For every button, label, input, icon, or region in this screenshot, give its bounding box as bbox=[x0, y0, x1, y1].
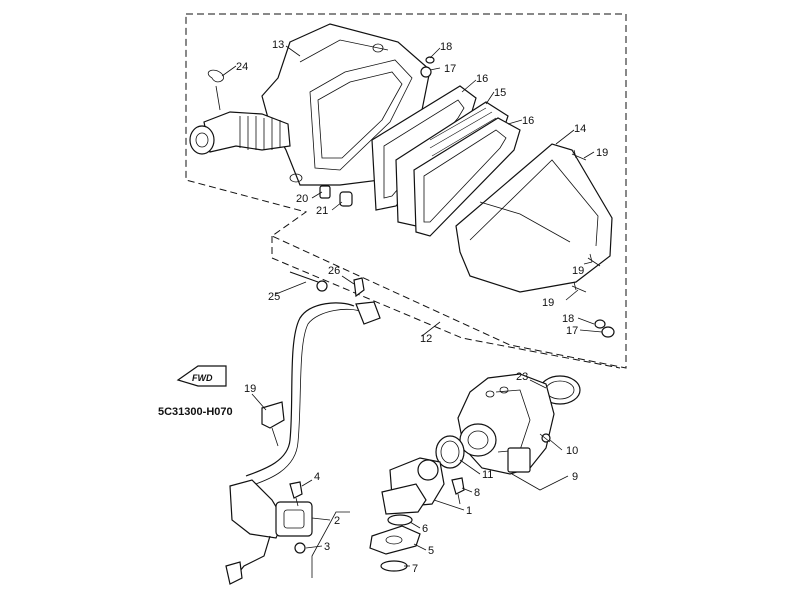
screw-4 bbox=[289, 481, 303, 507]
gasket-front bbox=[413, 117, 521, 237]
intake-boot bbox=[189, 111, 291, 155]
forward-arrow: FWD bbox=[176, 365, 227, 387]
callout-9: 9 bbox=[572, 471, 578, 483]
callout-17-top: 17 bbox=[444, 63, 456, 75]
callout-4: 4 bbox=[314, 471, 320, 483]
callout-12: 12 bbox=[420, 333, 432, 345]
callout-19-b: 19 bbox=[572, 265, 584, 277]
hose-clip bbox=[207, 69, 224, 111]
callout-13: 13 bbox=[272, 39, 284, 51]
callout-1: 1 bbox=[466, 505, 472, 517]
fwd-label: FWD bbox=[192, 373, 213, 383]
callout-16-a: 16 bbox=[476, 73, 488, 85]
o-ring-6 bbox=[387, 514, 413, 526]
intake-joint bbox=[381, 457, 445, 515]
callout-19-a: 19 bbox=[596, 147, 608, 159]
callout-24: 25 bbox=[268, 291, 280, 303]
callout-15: 15 bbox=[494, 87, 506, 99]
callout-26: 26 bbox=[328, 265, 340, 277]
callout-numbers: 13 24 18 17 16 15 16 14 19 20 21 19 19 1… bbox=[236, 39, 608, 575]
callout-6: 6 bbox=[422, 523, 428, 535]
air-filter-assembly-boundary bbox=[185, 13, 627, 369]
callout-5: 5 bbox=[428, 545, 434, 557]
callout-14: 14 bbox=[574, 123, 586, 135]
gasket-5 bbox=[369, 525, 421, 555]
callout-19-c: 19 bbox=[542, 297, 554, 309]
callout-22: 24 bbox=[236, 61, 248, 73]
air-filter-cover bbox=[455, 143, 613, 293]
callout-25: 19 bbox=[244, 383, 256, 395]
breather-valve-assembly bbox=[225, 479, 313, 585]
bolt-24 bbox=[289, 271, 328, 292]
callout-11: 11 bbox=[482, 469, 493, 481]
callout-18-top: 18 bbox=[440, 41, 452, 53]
callout-21: 21 bbox=[316, 205, 328, 217]
hose-clamp-11 bbox=[435, 435, 465, 469]
callout-16-b: 16 bbox=[522, 115, 534, 127]
cover-screws bbox=[571, 149, 601, 293]
band-clamp-26 bbox=[353, 277, 365, 298]
upper-grommet bbox=[420, 56, 435, 78]
drawing-code: 5C31300-H070 bbox=[158, 406, 233, 418]
breather-hose bbox=[245, 301, 381, 487]
screw-8 bbox=[451, 477, 465, 505]
lower-grommet bbox=[594, 319, 615, 338]
hose-bracket bbox=[261, 401, 285, 447]
throttle-body bbox=[457, 373, 555, 475]
callout-18-bottom: 18 bbox=[562, 313, 574, 325]
callout-2: 2 bbox=[334, 515, 340, 527]
o-ring-7 bbox=[380, 560, 408, 572]
callout-10: 10 bbox=[566, 445, 578, 457]
callout-23: 23 bbox=[516, 371, 528, 383]
leader-lines bbox=[221, 45, 603, 578]
callout-20: 20 bbox=[296, 193, 308, 205]
callout-7: 7 bbox=[412, 563, 418, 575]
screw-10 bbox=[539, 433, 551, 443]
collar-and-grommet bbox=[319, 185, 353, 207]
callout-3: 3 bbox=[324, 541, 330, 553]
callout-17-bottom: 17 bbox=[566, 325, 578, 337]
callout-8: 8 bbox=[474, 487, 480, 499]
